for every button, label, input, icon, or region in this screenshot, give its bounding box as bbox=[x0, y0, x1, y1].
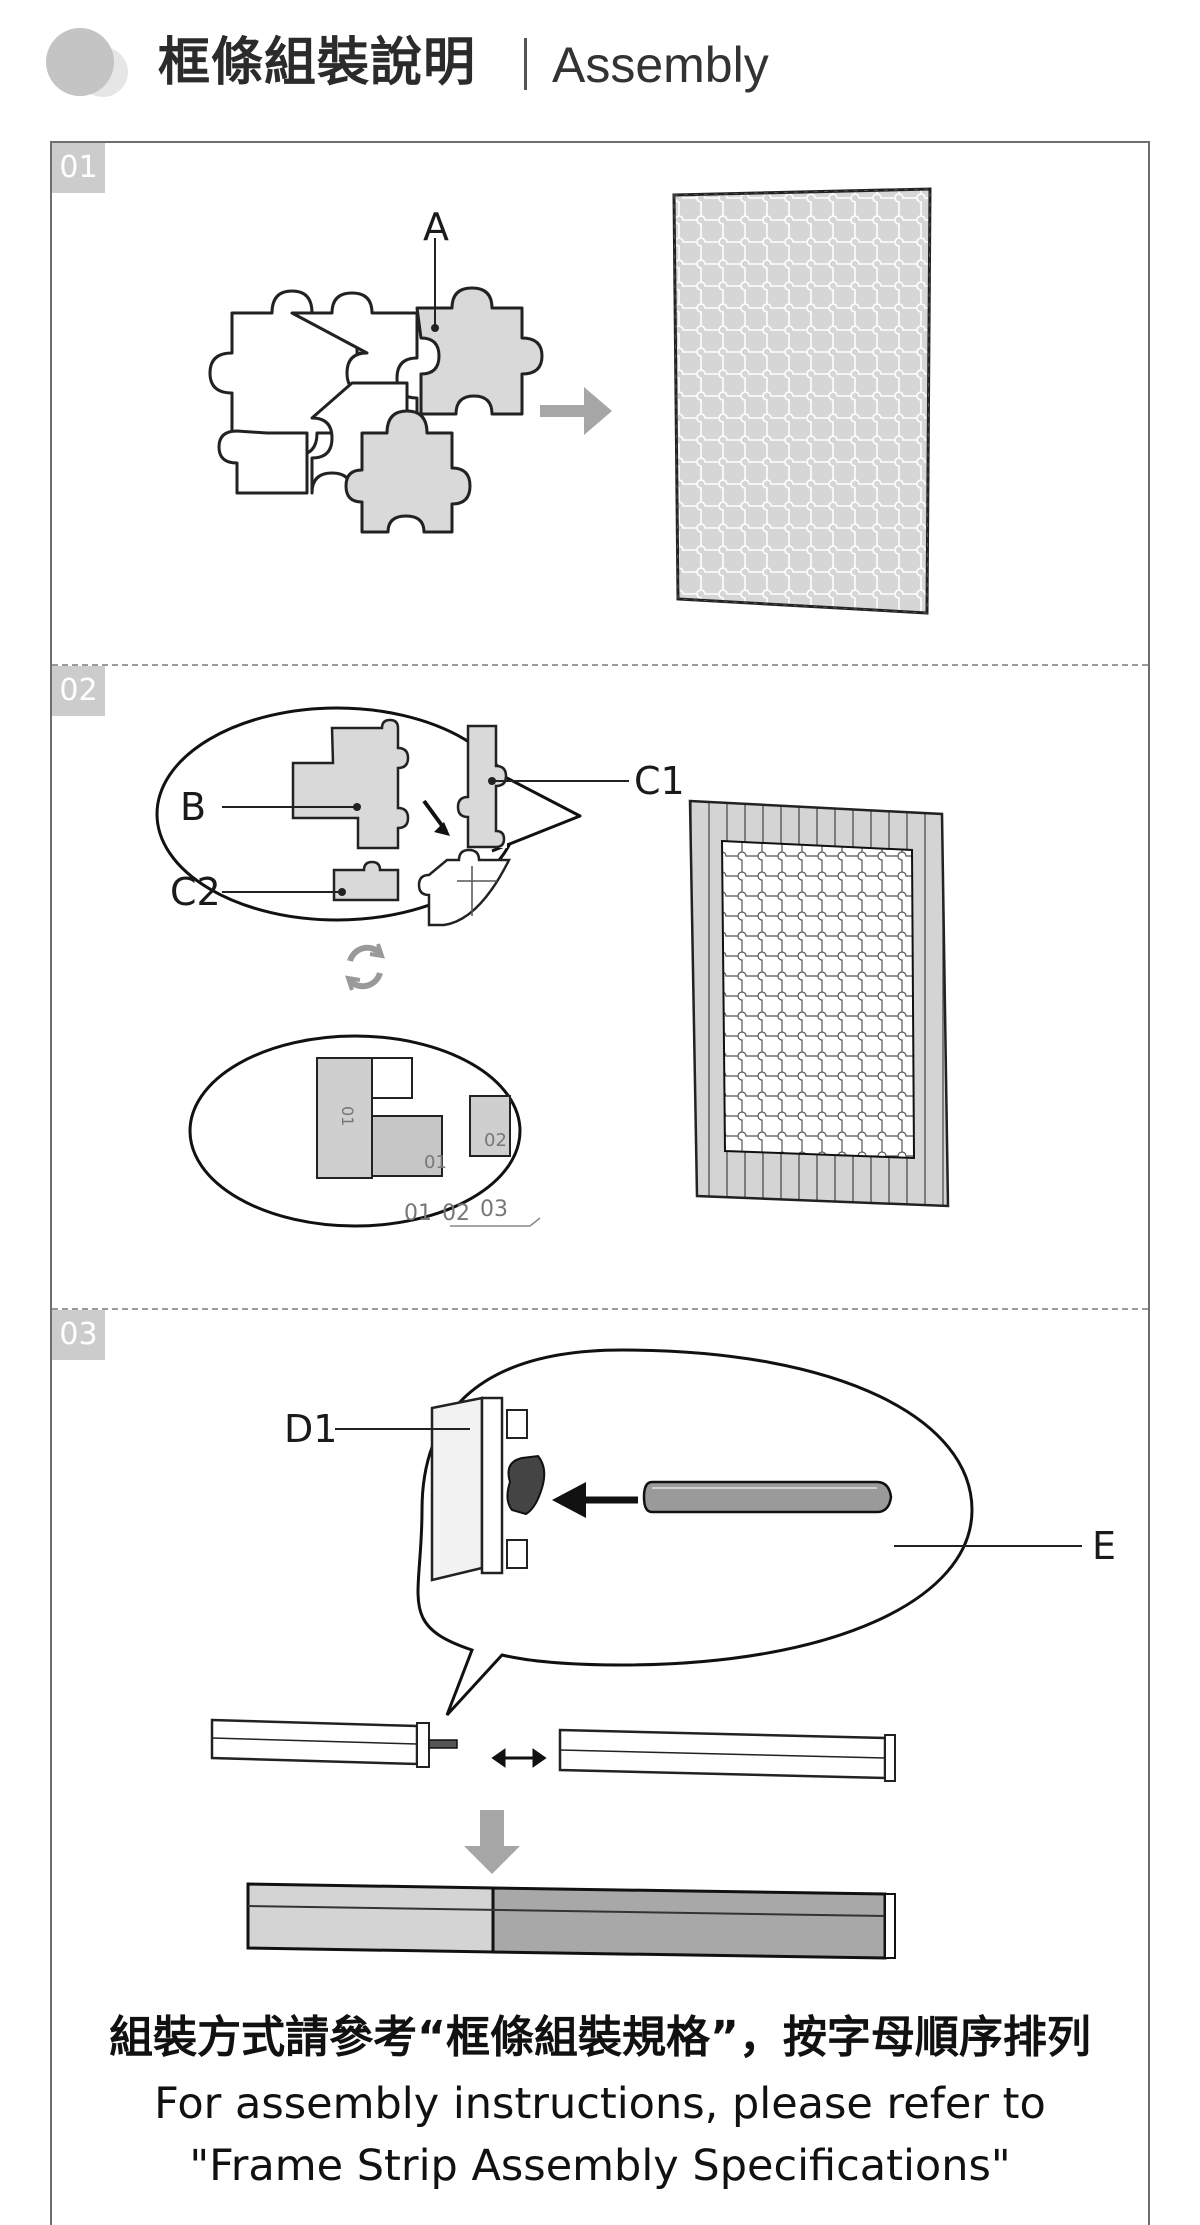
svg-text:01: 01 bbox=[338, 1106, 357, 1126]
label-d1: D1 bbox=[284, 1407, 337, 1451]
caption-english-line1: For assembly instructions, please refer … bbox=[154, 2079, 1046, 2129]
step-02-illustration: B C1 C2 01 01 02 01 02 03 bbox=[155, 706, 950, 1228]
instruction-frame bbox=[50, 141, 1150, 2225]
down-arrow-icon bbox=[464, 1810, 520, 1874]
section-divider-2 bbox=[52, 1308, 1148, 1310]
zoom-bubble-edge-pieces bbox=[155, 706, 582, 927]
ruler-number-01: 01 bbox=[404, 1201, 432, 1226]
step-01-illustration: A bbox=[208, 187, 932, 615]
loose-puzzle-pieces bbox=[208, 286, 544, 534]
section-divider-1 bbox=[52, 664, 1148, 666]
header-dot-icon bbox=[46, 28, 114, 96]
page-title-en: Assembly bbox=[552, 37, 769, 93]
step-badge-03: 03 bbox=[52, 1310, 105, 1360]
ruler-number-02: 02 bbox=[442, 1201, 470, 1226]
caption-english-line2: "Frame Strip Assembly Specifications" bbox=[189, 2141, 1011, 2191]
label-c2: C2 bbox=[170, 870, 221, 914]
ruler-number-03: 03 bbox=[480, 1197, 508, 1222]
step-03-illustration: D1 E bbox=[210, 1348, 1116, 1960]
double-arrow-icon bbox=[491, 1748, 547, 1768]
step-badge-02: 02 bbox=[52, 666, 105, 716]
strip-number-02: 02 bbox=[484, 1130, 507, 1151]
label-c1: C1 bbox=[634, 759, 685, 803]
caption-chinese: 組裝方式請參考“框條組裝規格”，按字母順序排列 bbox=[109, 2012, 1091, 2063]
zoom-bubble-connector bbox=[416, 1348, 974, 1717]
step-badge-01: 01 bbox=[52, 143, 105, 193]
page-title-cn: 框條組裝說明 bbox=[158, 33, 477, 93]
label-b: B bbox=[180, 785, 206, 829]
strip-number-01: 01 bbox=[424, 1152, 447, 1173]
framed-puzzle bbox=[688, 799, 950, 1208]
label-a: A bbox=[423, 205, 449, 249]
frame-strips-separate bbox=[210, 1718, 896, 1782]
rotate-icon bbox=[345, 943, 385, 991]
completed-puzzle bbox=[672, 187, 932, 615]
frame-strip-joined bbox=[246, 1882, 896, 1960]
label-e: E bbox=[1092, 1524, 1116, 1568]
right-arrow-icon bbox=[540, 387, 612, 435]
zoom-bubble-numbered-strips: 01 01 02 01 02 03 bbox=[188, 1034, 541, 1228]
title-separator bbox=[524, 38, 527, 90]
page-header: 框條組裝說明 Assembly bbox=[0, 0, 1200, 130]
